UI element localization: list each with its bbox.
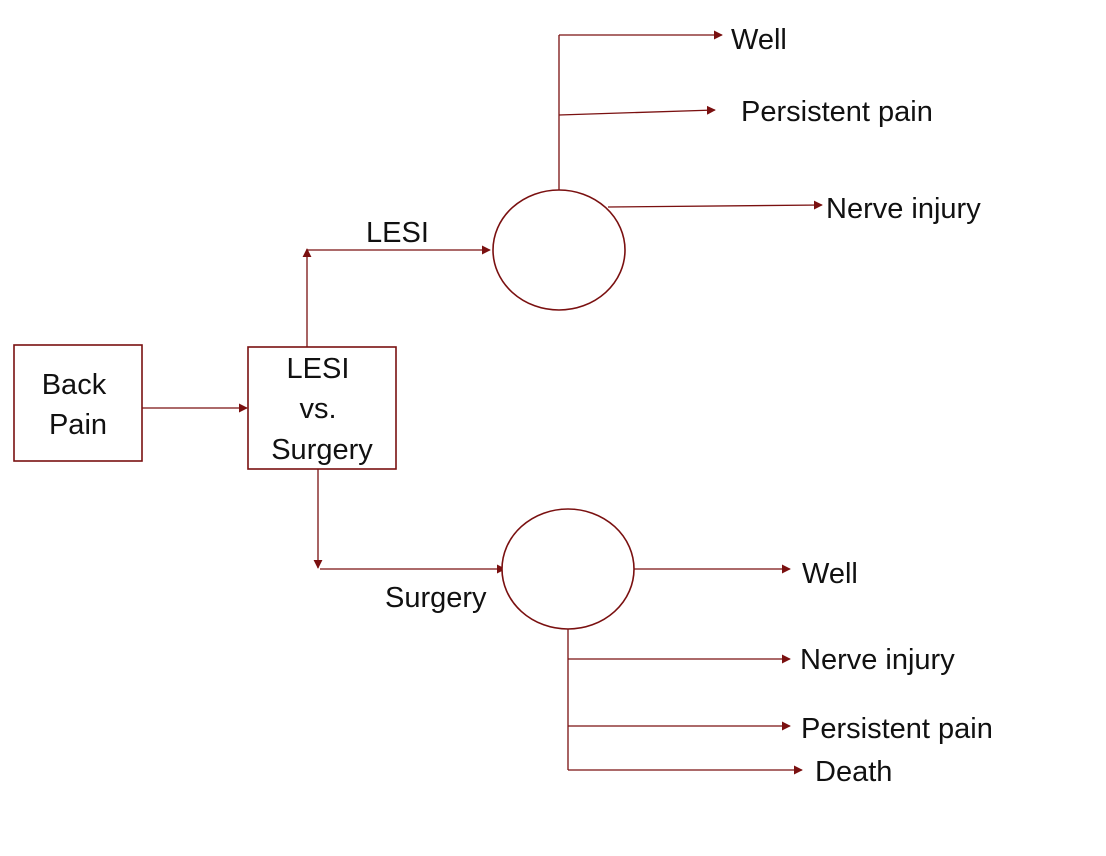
branch-surgery-label: Surgery	[385, 582, 487, 614]
chance-node-surgery	[501, 508, 635, 630]
surgery-outcome-death: Death	[815, 756, 892, 788]
decision-node-label: LESI vs. Surgery	[271, 353, 373, 466]
decision-node-lesi-vs-surgery: LESI vs. Surgery	[247, 346, 397, 470]
lesi-outcome-nerve-injury: Nerve injury	[826, 193, 981, 225]
start-node-box	[13, 344, 143, 462]
surgery-outcome-nerve-injury: Nerve injury	[800, 644, 955, 676]
decision-node-box	[247, 346, 397, 470]
start-node-back-pain: Back Pain	[13, 344, 143, 462]
edge-lesi-persistent-pain	[558, 105, 716, 116]
branch-lesi: LESI Well Persistent pain Nerve injury	[302, 24, 981, 347]
surgery-outcome-persistent-pain: Persistent pain	[801, 713, 993, 745]
start-node-label: Back Pain	[42, 369, 115, 441]
lesi-outcome-persistent-pain: Persistent pain	[741, 96, 933, 128]
decision-node-line-2: vs.	[299, 393, 336, 425]
decision-node-line-3: Surgery	[271, 434, 373, 466]
lesi-outcome-well: Well	[731, 24, 787, 56]
decision-node-line-1: LESI	[287, 353, 350, 385]
edge-lesi-nerve-injury	[607, 200, 823, 210]
branch-surgery: Surgery Well Nerve injury Persistent pai…	[313, 469, 993, 788]
branch-lesi-label: LESI	[366, 217, 429, 249]
start-node-line-2: Pain	[49, 409, 107, 441]
chance-node-lesi	[492, 189, 626, 311]
start-node-line-1: Back	[42, 369, 107, 401]
surgery-outcome-well: Well	[802, 558, 858, 590]
